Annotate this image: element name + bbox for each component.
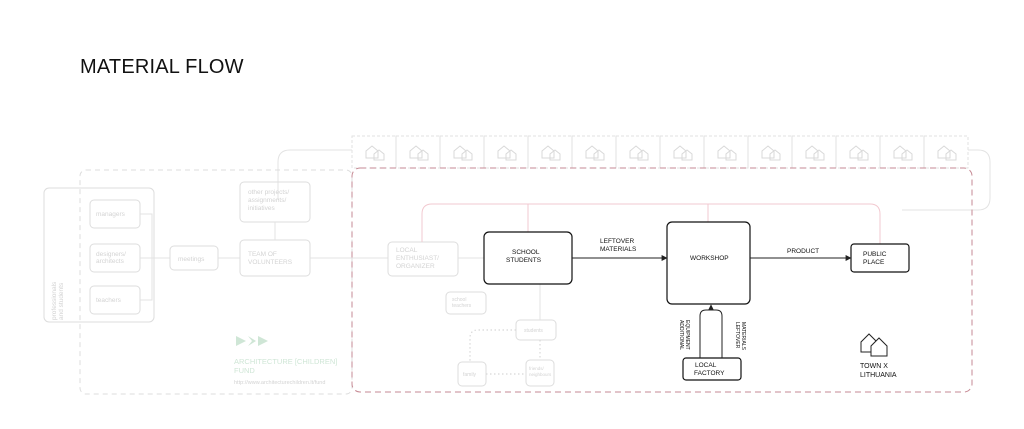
loop-connector-right xyxy=(902,149,991,211)
house-row-cell xyxy=(351,135,397,169)
school-students-label: SCHOOL STUDENTS xyxy=(506,249,542,264)
house-row-cell xyxy=(747,135,793,169)
loop-connector-left xyxy=(277,149,352,200)
role-label-managers: managers xyxy=(96,211,126,218)
house-icon xyxy=(937,145,957,161)
public-place-label: PUBLIC PLACE xyxy=(863,251,888,266)
public-place-box xyxy=(850,243,910,273)
edge-label-additional-equipment: ADDITIONAL EQUIPMENT xyxy=(678,320,690,351)
students-label: students xyxy=(524,328,543,334)
fund-url: http://www.architecturechildren.lt/fund xyxy=(234,380,325,386)
town-frame xyxy=(351,167,973,393)
house-icon xyxy=(761,145,781,161)
dotted-students-family xyxy=(469,329,516,362)
house-icon xyxy=(453,145,473,161)
houses-icon xyxy=(860,333,888,357)
professionals-group-box xyxy=(43,187,155,323)
fund-name: ARCHITECTURE [CHILDREN] FUND xyxy=(234,357,339,375)
house-row-cell xyxy=(483,135,529,169)
pink-drop-lines xyxy=(527,204,709,232)
team-box xyxy=(239,239,311,277)
workshop-label: WORKSHOP xyxy=(690,255,729,262)
fund-logo-icon xyxy=(236,336,268,346)
organizer-box xyxy=(387,241,459,277)
top-pink-connector xyxy=(421,203,881,244)
house-row-cell xyxy=(395,135,441,169)
professionals-label-line1: professionals xyxy=(51,281,58,320)
family-label: family xyxy=(463,372,477,378)
local-factory-box xyxy=(682,357,742,381)
house-row-cell xyxy=(879,135,925,169)
house-row-cell xyxy=(571,135,617,169)
professionals-label: professionals and students xyxy=(51,280,65,320)
house-icon-row xyxy=(351,135,969,169)
edge-label-product: PRODUCT xyxy=(787,248,819,255)
organizer-label: LOCAL ENTHUSIAST/ ORGANIZER xyxy=(396,247,441,270)
house-row-cell xyxy=(615,135,661,169)
edge-factory-loop xyxy=(699,309,723,358)
friends-box xyxy=(525,359,555,387)
edge-label-leftover-materials: LEFTOVER MATERIALS xyxy=(600,238,637,253)
house-icon xyxy=(673,145,693,161)
house-icon xyxy=(717,145,737,161)
house-row-cell xyxy=(439,135,485,169)
house-icon xyxy=(849,145,869,161)
school-teachers-label: school teachers xyxy=(452,297,472,309)
house-icon xyxy=(893,145,913,161)
roles-bracket xyxy=(140,213,170,301)
house-icon xyxy=(805,145,825,161)
house-icon xyxy=(497,145,517,161)
friends-label: friends/ neighbours xyxy=(529,366,552,377)
house-row-cell xyxy=(835,135,881,169)
house-row-cell xyxy=(791,135,837,169)
house-row-cell xyxy=(527,135,573,169)
house-icon xyxy=(365,145,385,161)
professionals-label-line2: and students xyxy=(58,282,65,320)
other-projects-label: other projects/ assignments/ initiatives xyxy=(248,189,291,212)
house-icon xyxy=(541,145,561,161)
house-icon xyxy=(585,145,605,161)
role-label-designers: designers/ architects xyxy=(96,251,128,265)
page-title: MATERIAL FLOW xyxy=(80,56,244,78)
house-icon xyxy=(409,145,429,161)
role-label-teachers: teachers xyxy=(96,297,122,304)
town-label: TOWN X LITHUANIA xyxy=(860,363,897,379)
edge-label-leftover-materials-factory: LEFTOVER MATERIALS xyxy=(734,322,746,351)
school-teachers-box xyxy=(445,291,487,315)
house-row-cell xyxy=(703,135,749,169)
local-factory-label: LOCAL FACTORY xyxy=(694,362,725,377)
house-icon xyxy=(629,145,649,161)
house-row-cell xyxy=(923,135,969,169)
house-row-cell xyxy=(659,135,705,169)
meetings-label: meetings xyxy=(178,256,205,263)
left-group-frame xyxy=(79,169,353,395)
workshop-box xyxy=(666,221,751,305)
team-label: TEAM OF VOLUNTEERS xyxy=(248,251,293,266)
